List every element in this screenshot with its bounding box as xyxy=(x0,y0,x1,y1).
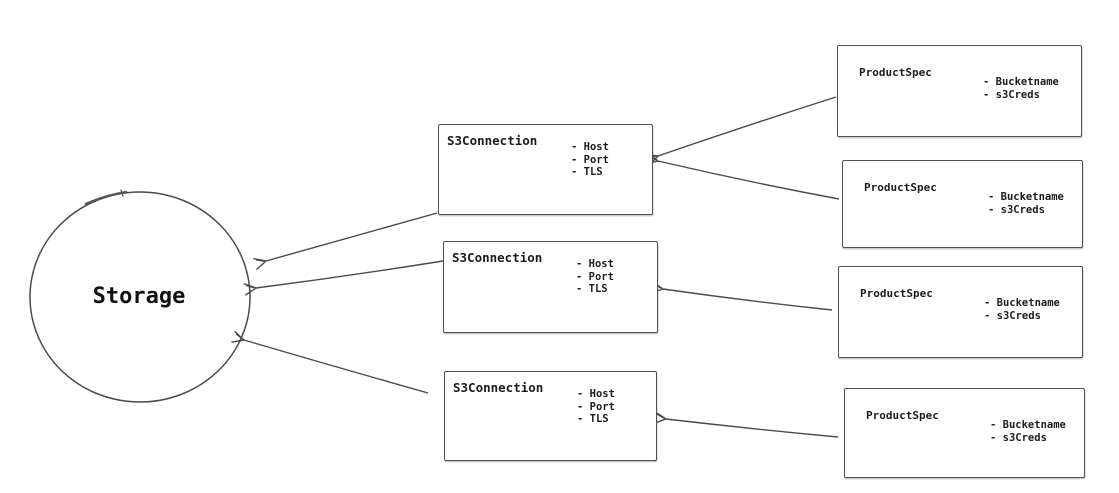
attribute-s3creds: - s3Creds xyxy=(984,310,1041,322)
s3connection-attributes: - Host - Port - TLS xyxy=(577,388,615,426)
attribute-host: - Host xyxy=(571,141,609,153)
productspec-title: ProductSpec xyxy=(866,409,939,422)
productspec-attributes: - Bucketname - s3Creds xyxy=(984,297,1060,323)
arrow-productspec-1-to-s3connection-1 xyxy=(645,96,837,166)
attribute-host: - Host xyxy=(577,388,615,400)
attribute-s3creds: - s3Creds xyxy=(990,432,1047,444)
productspec-title: ProductSpec xyxy=(859,66,932,79)
productspec-title: ProductSpec xyxy=(864,181,937,194)
s3connection-title: S3Connection xyxy=(453,380,544,395)
attribute-s3creds: - s3Creds xyxy=(983,89,1040,101)
s3connection-title: S3Connection xyxy=(447,133,538,148)
productspec-title: ProductSpec xyxy=(860,287,933,300)
s3connection-node-3: S3Connection - Host - Port - TLS xyxy=(444,371,657,461)
productspec-attributes: - Bucketname - s3Creds xyxy=(983,76,1059,102)
attribute-bucketname: - Bucketname xyxy=(984,297,1060,309)
s3connection-attributes: - Host - Port - TLS xyxy=(576,258,614,296)
arrow-s3connection-2-to-storage xyxy=(243,260,444,296)
productspec-attributes: - Bucketname - s3Creds xyxy=(988,191,1064,217)
arrow-productspec-2-to-s3connection-1 xyxy=(645,152,840,200)
attribute-bucketname: - Bucketname xyxy=(983,76,1059,88)
productspec-node-2: ProductSpec - Bucketname - s3Creds xyxy=(842,160,1083,248)
storage-node-circle xyxy=(29,189,251,403)
attribute-port: - Port xyxy=(577,400,615,413)
arrow-productspec-3-to-s3connection-2 xyxy=(650,281,833,311)
attribute-host: - Host xyxy=(576,258,614,270)
s3connection-attributes: - Host - Port - TLS xyxy=(571,141,609,179)
s3connection-node-1: S3Connection - Host - Port - TLS xyxy=(438,124,653,215)
attribute-tls: - TLS xyxy=(577,413,609,425)
attribute-tls: - TLS xyxy=(576,283,608,295)
s3connection-title: S3Connection xyxy=(452,250,543,265)
productspec-node-4: ProductSpec - Bucketname - s3Creds xyxy=(844,388,1085,478)
attribute-port: - Port xyxy=(571,153,609,166)
storage-node-label: Storage xyxy=(92,284,186,309)
productspec-node-3: ProductSpec - Bucketname - s3Creds xyxy=(838,266,1083,358)
attribute-bucketname: - Bucketname xyxy=(988,191,1064,203)
productspec-node-1: ProductSpec - Bucketname - s3Creds xyxy=(837,45,1082,137)
arrow-s3connection-1-to-storage xyxy=(253,212,438,270)
attribute-bucketname: - Bucketname xyxy=(990,419,1066,431)
attribute-s3creds: - s3Creds xyxy=(988,204,1045,216)
productspec-attributes: - Bucketname - s3Creds xyxy=(990,419,1066,445)
arrow-s3connection-3-to-storage xyxy=(231,330,429,394)
s3connection-node-2: S3Connection - Host - Port - TLS xyxy=(443,241,658,333)
arrow-productspec-4-to-s3connection-3 xyxy=(653,411,839,438)
attribute-tls: - TLS xyxy=(571,166,603,178)
attribute-port: - Port xyxy=(576,270,614,283)
